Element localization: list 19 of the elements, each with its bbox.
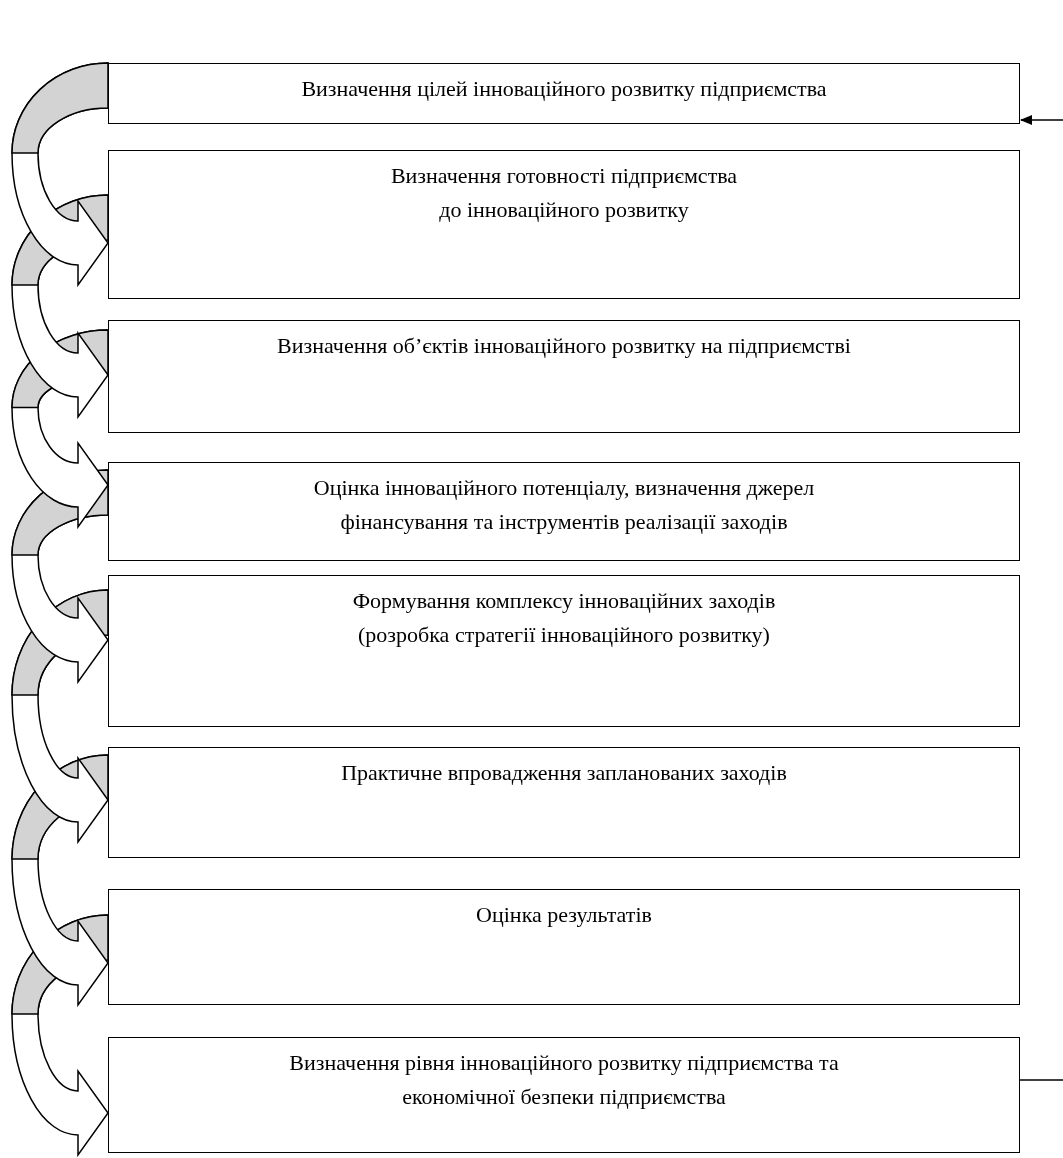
process-box: [108, 889, 1020, 1005]
connector-line: [1019, 1079, 1063, 1081]
step-text: Визначення готовності підприємства до інноваційного розвитку: [389, 162, 739, 225]
step-text: Формування комплексу інноваційних заходів (розробка стратегії інноваційного розвитку): [351, 587, 777, 650]
process-box: [108, 462, 1020, 561]
step-text: Оцінка результатів: [476, 901, 652, 929]
arrow: [1020, 115, 1063, 125]
process-box: [108, 150, 1020, 299]
curved-block-arrow: [11, 62, 109, 286]
process-box: [108, 575, 1020, 727]
process-box: [108, 63, 1020, 124]
process-box: [108, 747, 1020, 858]
step-text: Визначення рівня інноваційного розвитку підприємства та економічної безпеки підприємства: [288, 1049, 840, 1112]
step-text: Визначення об’єктів інноваційного розвитку на підприємстві: [277, 332, 851, 360]
step-text: Практичне впровадження запланованих заходів: [341, 759, 787, 787]
process-box: [108, 1037, 1020, 1153]
step-text: Оцінка інноваційного потенціалу, визначення джерел фінансування та інструментів реалізації заходів: [312, 474, 816, 537]
process-box: [108, 320, 1020, 433]
step-text: Визначення цілей інноваційного розвитку підприємства: [301, 75, 827, 103]
